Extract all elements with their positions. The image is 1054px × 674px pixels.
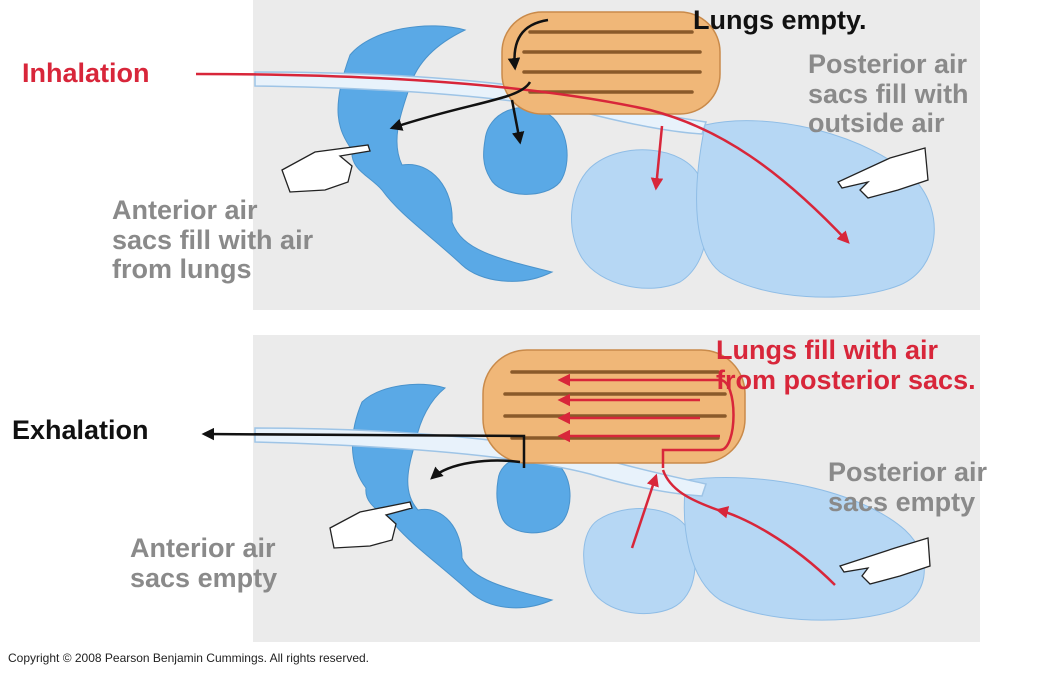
inhalation-label: Inhalation — [22, 58, 150, 88]
exhalation-black-arrow — [201, 427, 526, 468]
bronchus-tube — [254, 427, 707, 497]
exhalation-red-arrow-small-sac — [630, 473, 659, 549]
note-line: sacs fill with air — [112, 224, 314, 255]
note-line: Anterior air — [112, 195, 258, 225]
anterior-fill-note: Anterior air sacs fill with air from lun… — [112, 195, 314, 285]
exhalation-label: Exhalation — [12, 415, 149, 445]
note-line: sacs empty — [828, 486, 976, 517]
lung-parabronchi — [503, 370, 727, 440]
inhalation-black-arrow-anterior — [389, 81, 532, 131]
lungs-empty-label: Lungs empty. — [693, 5, 867, 35]
lung — [501, 11, 721, 115]
pointing-hand-icon — [281, 144, 371, 193]
anterior-air-sac-round — [483, 106, 568, 195]
posterior-air-sac-small — [571, 149, 708, 289]
lung — [482, 349, 746, 464]
lung-parabronchi — [522, 30, 702, 94]
exhalation-red-line-to-lung — [661, 469, 719, 512]
note-line: Posterior air — [828, 457, 988, 487]
exhalation-red-arrow-large-sac — [715, 506, 836, 586]
posterior-empty-note: Posterior air sacs empty — [828, 457, 988, 517]
note-line: Anterior air — [130, 533, 276, 563]
note-line: outside air — [808, 108, 945, 139]
inhalation-figure — [195, 11, 935, 298]
pointing-hand-icon — [329, 501, 413, 549]
note-line: from lungs — [112, 254, 252, 285]
inhalation-red-main-arrow — [195, 72, 850, 244]
exhalation-figure — [201, 349, 931, 621]
note-line: Lungs fill with air — [716, 335, 938, 365]
posterior-air-sac-small — [583, 508, 696, 615]
anterior-empty-note: Anterior air sacs empty — [130, 533, 278, 593]
inhalation-black-arrow-round-sac — [510, 99, 525, 145]
lung-red-flow-outline — [557, 373, 735, 468]
posterior-air-sac-large — [683, 476, 925, 621]
inhalation-red-branch-arrow — [650, 125, 664, 191]
posterior-fill-note: Posterior air sacs fill with outside air — [808, 49, 969, 139]
pointing-hand-icon — [837, 147, 929, 199]
note-line: sacs fill with — [808, 78, 969, 109]
lung-black-loop-arrow — [507, 18, 549, 71]
note-line: Posterior air — [808, 49, 968, 79]
pointing-hand-icon — [838, 537, 931, 585]
lungs-fill-note: Lungs fill with air from posterior sacs. — [716, 335, 976, 395]
exhalation-black-arrow-anterior — [430, 459, 521, 480]
copyright-notice: Copyright © 2008 Pearson Benjamin Cummin… — [8, 651, 370, 665]
note-line: sacs empty — [130, 562, 278, 593]
note-line: from posterior sacs. — [716, 364, 976, 395]
bronchus-tube — [254, 71, 707, 135]
